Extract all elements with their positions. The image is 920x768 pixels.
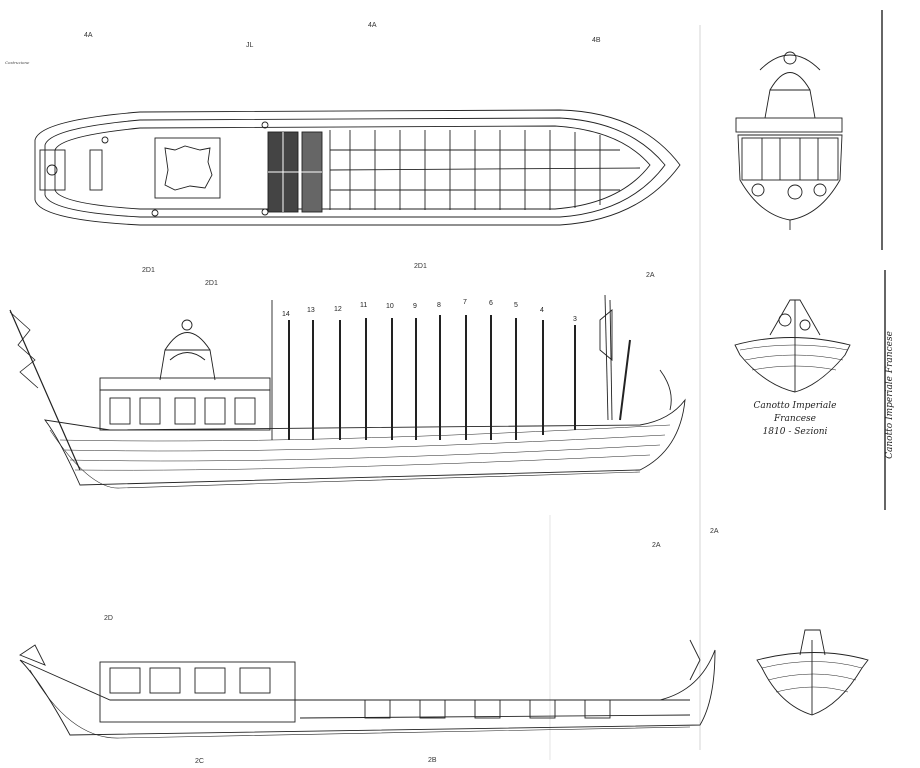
oar-number: 4 — [540, 307, 544, 314]
stern-transom-view — [735, 51, 843, 230]
oar-number: 7 — [463, 299, 467, 306]
vertical-title: Canotto Imperiale Francese — [884, 280, 896, 510]
side-elevation-view — [9, 294, 686, 489]
oar-number: 3 — [573, 316, 577, 323]
oar-number: 9 — [413, 303, 417, 310]
section-label-2a-right: 2A — [646, 272, 655, 279]
oar-number: 11 — [360, 302, 368, 309]
section-label-4b: 4B — [592, 37, 601, 44]
oar-number: 8 — [437, 302, 441, 309]
section-label-2d1-left: 2D1 — [142, 267, 155, 274]
section-label-2d1-center: 2D1 — [414, 263, 427, 270]
vertical-title-text: Canotto Imperiale Francese — [885, 331, 895, 459]
title-line: Canotto Imperiale — [753, 401, 837, 411]
section-label-4a-left: 4A — [84, 32, 93, 39]
section-label-jl: JL — [246, 42, 254, 49]
inboard-profile-view — [19, 639, 716, 739]
title-line: 1810 - Sezioni — [762, 427, 828, 437]
deck-plan-view — [34, 109, 681, 226]
oar-number: 12 — [334, 306, 342, 313]
oar-number: 14 — [282, 311, 290, 318]
title-line: Francese — [773, 414, 817, 424]
section-label-4a-top: 4A — [368, 22, 377, 29]
title-block: Canotto Imperiale Francese 1810 - Sezion… — [740, 400, 850, 439]
oar-number: 10 — [386, 303, 394, 310]
section-label-2c: 2C — [195, 758, 204, 765]
midship-section-view — [756, 629, 869, 716]
bow-section-view — [734, 299, 851, 393]
section-label-2d1-mid: 2D1 — [205, 280, 218, 287]
section-label-2b: 2B — [428, 757, 437, 764]
oar-number: 13 — [307, 307, 315, 314]
oar-number: 5 — [514, 302, 518, 309]
section-label-2a-lower: 2A — [652, 542, 661, 549]
oar-number: 6 — [489, 300, 493, 307]
construction-note: Costruzione — [5, 60, 30, 65]
section-label-2a-far: 2A — [710, 528, 719, 535]
section-label-2d: 2D — [104, 615, 113, 622]
